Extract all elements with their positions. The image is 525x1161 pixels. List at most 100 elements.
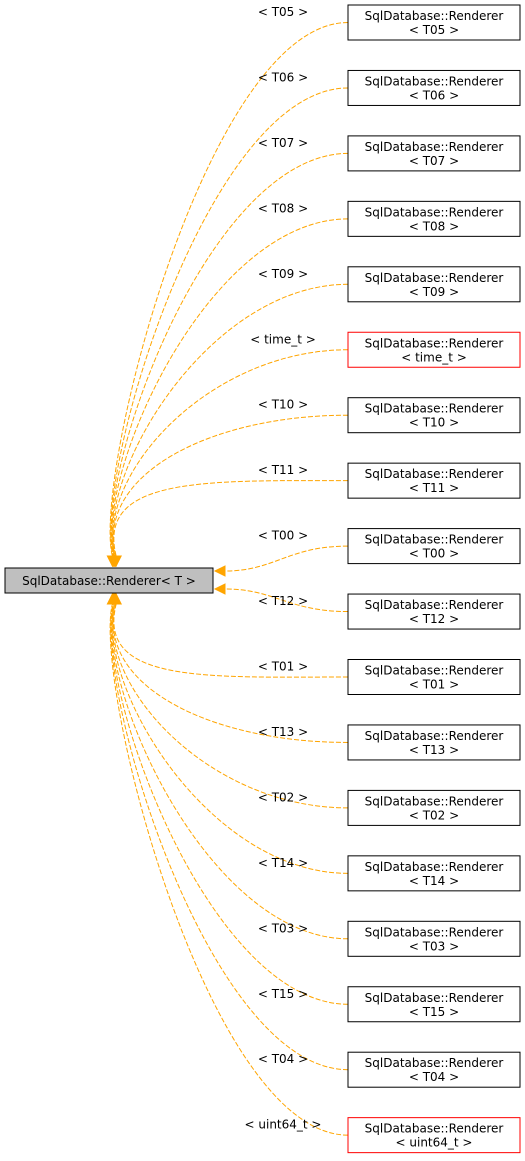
edge-label: < T10 >: [258, 398, 308, 412]
class-name-line: SqlDatabase::Renderer: [365, 336, 504, 350]
class-node-box: [347, 69, 521, 106]
edge-label: < T06 >: [258, 70, 308, 84]
arrowhead: [110, 555, 122, 568]
inheritance-edge: [111, 218, 349, 557]
class-name-line: SqlDatabase::Renderer: [365, 1122, 504, 1136]
edge-label: < T15 >: [258, 987, 308, 1001]
class-node-t12[interactable]: SqlDatabase::Renderer< T12 >: [347, 593, 521, 630]
class-name-line: SqlDatabase::Renderer: [365, 991, 504, 1005]
class-node-t03[interactable]: SqlDatabase::Renderer< T03 >: [347, 920, 521, 957]
class-name-line: SqlDatabase::Renderer: [365, 533, 504, 547]
class-node-t05[interactable]: SqlDatabase::Renderer< T05 >: [347, 4, 521, 41]
class-node-t11[interactable]: SqlDatabase::Renderer< T11 >: [347, 462, 521, 499]
template-arg-line: < T03 >: [409, 939, 459, 953]
edge-t02: [109, 592, 349, 809]
class-node-uint64-t[interactable]: SqlDatabase::Renderer< uint64_t >: [347, 1117, 521, 1154]
edge-label: < T02 >: [258, 790, 308, 804]
inheritance-edge: [113, 603, 349, 743]
template-arg-line: < uint64_t >: [396, 1136, 473, 1150]
base-class-label: SqlDatabase::Renderer< T >: [22, 574, 196, 588]
edge-label: < T12 >: [258, 594, 308, 608]
class-node-t01[interactable]: SqlDatabase::Renderer< T01 >: [347, 659, 521, 695]
inheritance-edge: [109, 603, 349, 1136]
inheritance-edges: [106, 22, 349, 1136]
inheritance-edge: [110, 603, 349, 1071]
template-arg-line: < T12 >: [409, 612, 459, 626]
class-node-t14[interactable]: SqlDatabase::Renderer< T14 >: [347, 855, 521, 892]
template-arg-line: < T00 >: [409, 547, 459, 561]
edge-t06: [107, 87, 349, 568]
class-node-box: [347, 4, 521, 41]
inheritance-edge: [112, 349, 349, 557]
edge-labels: < T05 >< T06 >< T07 >< T08 >< T09 >< tim…: [245, 5, 322, 1132]
edge-t13: [109, 592, 349, 743]
class-node-box: [347, 593, 521, 630]
class-name-line: SqlDatabase::Renderer: [365, 140, 504, 154]
edge-t04: [107, 592, 349, 1071]
class-node-box: [347, 789, 521, 826]
base-class-node[interactable]: SqlDatabase::Renderer< T >: [4, 567, 214, 594]
template-arg-line: < T08 >: [409, 219, 459, 233]
class-node-t08[interactable]: SqlDatabase::Renderer< T08 >: [347, 200, 521, 237]
class-node-box: [347, 528, 521, 565]
edge-t15: [107, 592, 349, 1005]
class-name-line: SqlDatabase::Renderer: [365, 794, 504, 808]
inheritance-edge: [111, 603, 349, 874]
edge-t11: [110, 480, 349, 568]
class-node-t10[interactable]: SqlDatabase::Renderer< T10 >: [347, 397, 521, 434]
inheritance-edge: [110, 152, 349, 557]
edge-label: < time_t >: [250, 332, 316, 346]
template-arg-line: < T13 >: [409, 743, 459, 757]
class-node-t02[interactable]: SqlDatabase::Renderer< T02 >: [347, 789, 521, 826]
edge-t10: [109, 414, 349, 568]
class-name-line: SqlDatabase::Renderer: [365, 271, 504, 285]
template-arg-line: < T11 >: [409, 481, 459, 495]
class-node-box: [347, 659, 521, 695]
class-name-line: SqlDatabase::Renderer: [365, 860, 504, 874]
class-node-time-t[interactable]: SqlDatabase::Renderer< time_t >: [347, 331, 521, 368]
class-node-t04[interactable]: SqlDatabase::Renderer< T04 >: [347, 1051, 521, 1088]
edge-t07: [107, 152, 349, 568]
class-node-t07[interactable]: SqlDatabase::Renderer< T07 >: [347, 135, 521, 172]
class-node-box: [347, 397, 521, 434]
class-node-box: [347, 1117, 521, 1154]
class-node-box: [347, 200, 521, 237]
class-node-t15[interactable]: SqlDatabase::Renderer< T15 >: [347, 986, 521, 1023]
inheritance-edge: [111, 603, 349, 940]
class-name-line: SqlDatabase::Renderer: [365, 402, 504, 416]
class-node-box: [347, 724, 521, 761]
edge-t03: [108, 592, 349, 940]
edge-label: < T08 >: [258, 201, 308, 215]
class-node-box: [347, 266, 521, 303]
class-node-box: [347, 462, 521, 499]
class-name-line: SqlDatabase::Renderer: [365, 9, 504, 23]
class-name-line: SqlDatabase::Renderer: [365, 1056, 504, 1070]
edge-t12: [213, 583, 349, 613]
class-node-t00[interactable]: SqlDatabase::Renderer< T00 >: [347, 528, 521, 565]
class-name-line: SqlDatabase::Renderer: [365, 925, 504, 939]
edge-label: < T11 >: [258, 463, 308, 477]
edge-t14: [108, 592, 349, 874]
edge-label: < T03 >: [258, 921, 308, 935]
edge-label: < T13 >: [258, 725, 308, 739]
edge-label: < T05 >: [258, 5, 308, 19]
class-name-line: SqlDatabase::Renderer: [365, 74, 504, 88]
edge-t08: [108, 218, 349, 568]
inheritance-edge: [112, 603, 349, 809]
edge-label: < T01 >: [258, 660, 308, 674]
template-arg-line: < T09 >: [409, 285, 459, 299]
template-arg-line: < T10 >: [409, 416, 459, 430]
inheritance-edge: [224, 588, 349, 613]
edge-label: < T14 >: [258, 856, 308, 870]
edge-time-t: [109, 349, 349, 568]
class-node-t13[interactable]: SqlDatabase::Renderer< T13 >: [347, 724, 521, 761]
class-node-t09[interactable]: SqlDatabase::Renderer< T09 >: [347, 266, 521, 303]
class-node-t06[interactable]: SqlDatabase::Renderer< T06 >: [347, 69, 521, 106]
template-arg-line: < T05 >: [409, 23, 459, 37]
template-arg-line: < T01 >: [409, 678, 459, 692]
inheritance-edge: [110, 603, 349, 1005]
class-node-box: [347, 855, 521, 892]
template-arg-line: < T02 >: [409, 808, 459, 822]
edge-t01: [110, 592, 349, 678]
